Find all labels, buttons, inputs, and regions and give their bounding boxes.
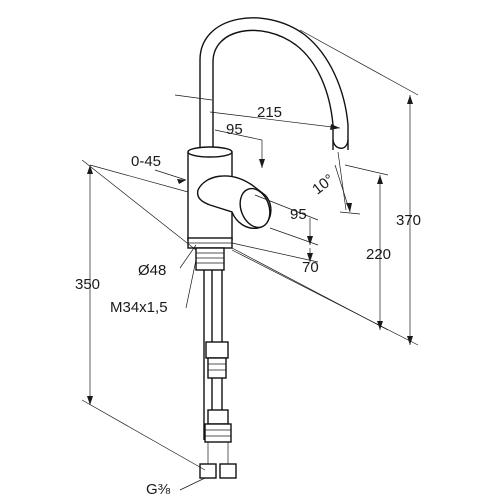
lever-offset-label: 95 xyxy=(226,121,243,138)
spout-height-label: 220 xyxy=(366,246,391,263)
lever-depth-label: 95 xyxy=(290,206,307,223)
swivel-range-label: 0-45 xyxy=(131,153,161,170)
faucet-outline xyxy=(187,17,349,479)
base-diameter-label: Ø48 xyxy=(138,262,166,279)
below-deck-length-label: 350 xyxy=(75,276,100,293)
spout-reach-label: 215 xyxy=(257,104,282,121)
thread-size-label: M34x1,5 xyxy=(110,299,168,316)
spout-angle-label: 10° xyxy=(309,171,337,198)
dimension-arrowheads xyxy=(87,95,413,405)
hose-connection-label: G⅜ xyxy=(146,481,171,498)
total-height-label: 370 xyxy=(396,212,421,229)
base-offset-label: 70 xyxy=(302,259,319,276)
